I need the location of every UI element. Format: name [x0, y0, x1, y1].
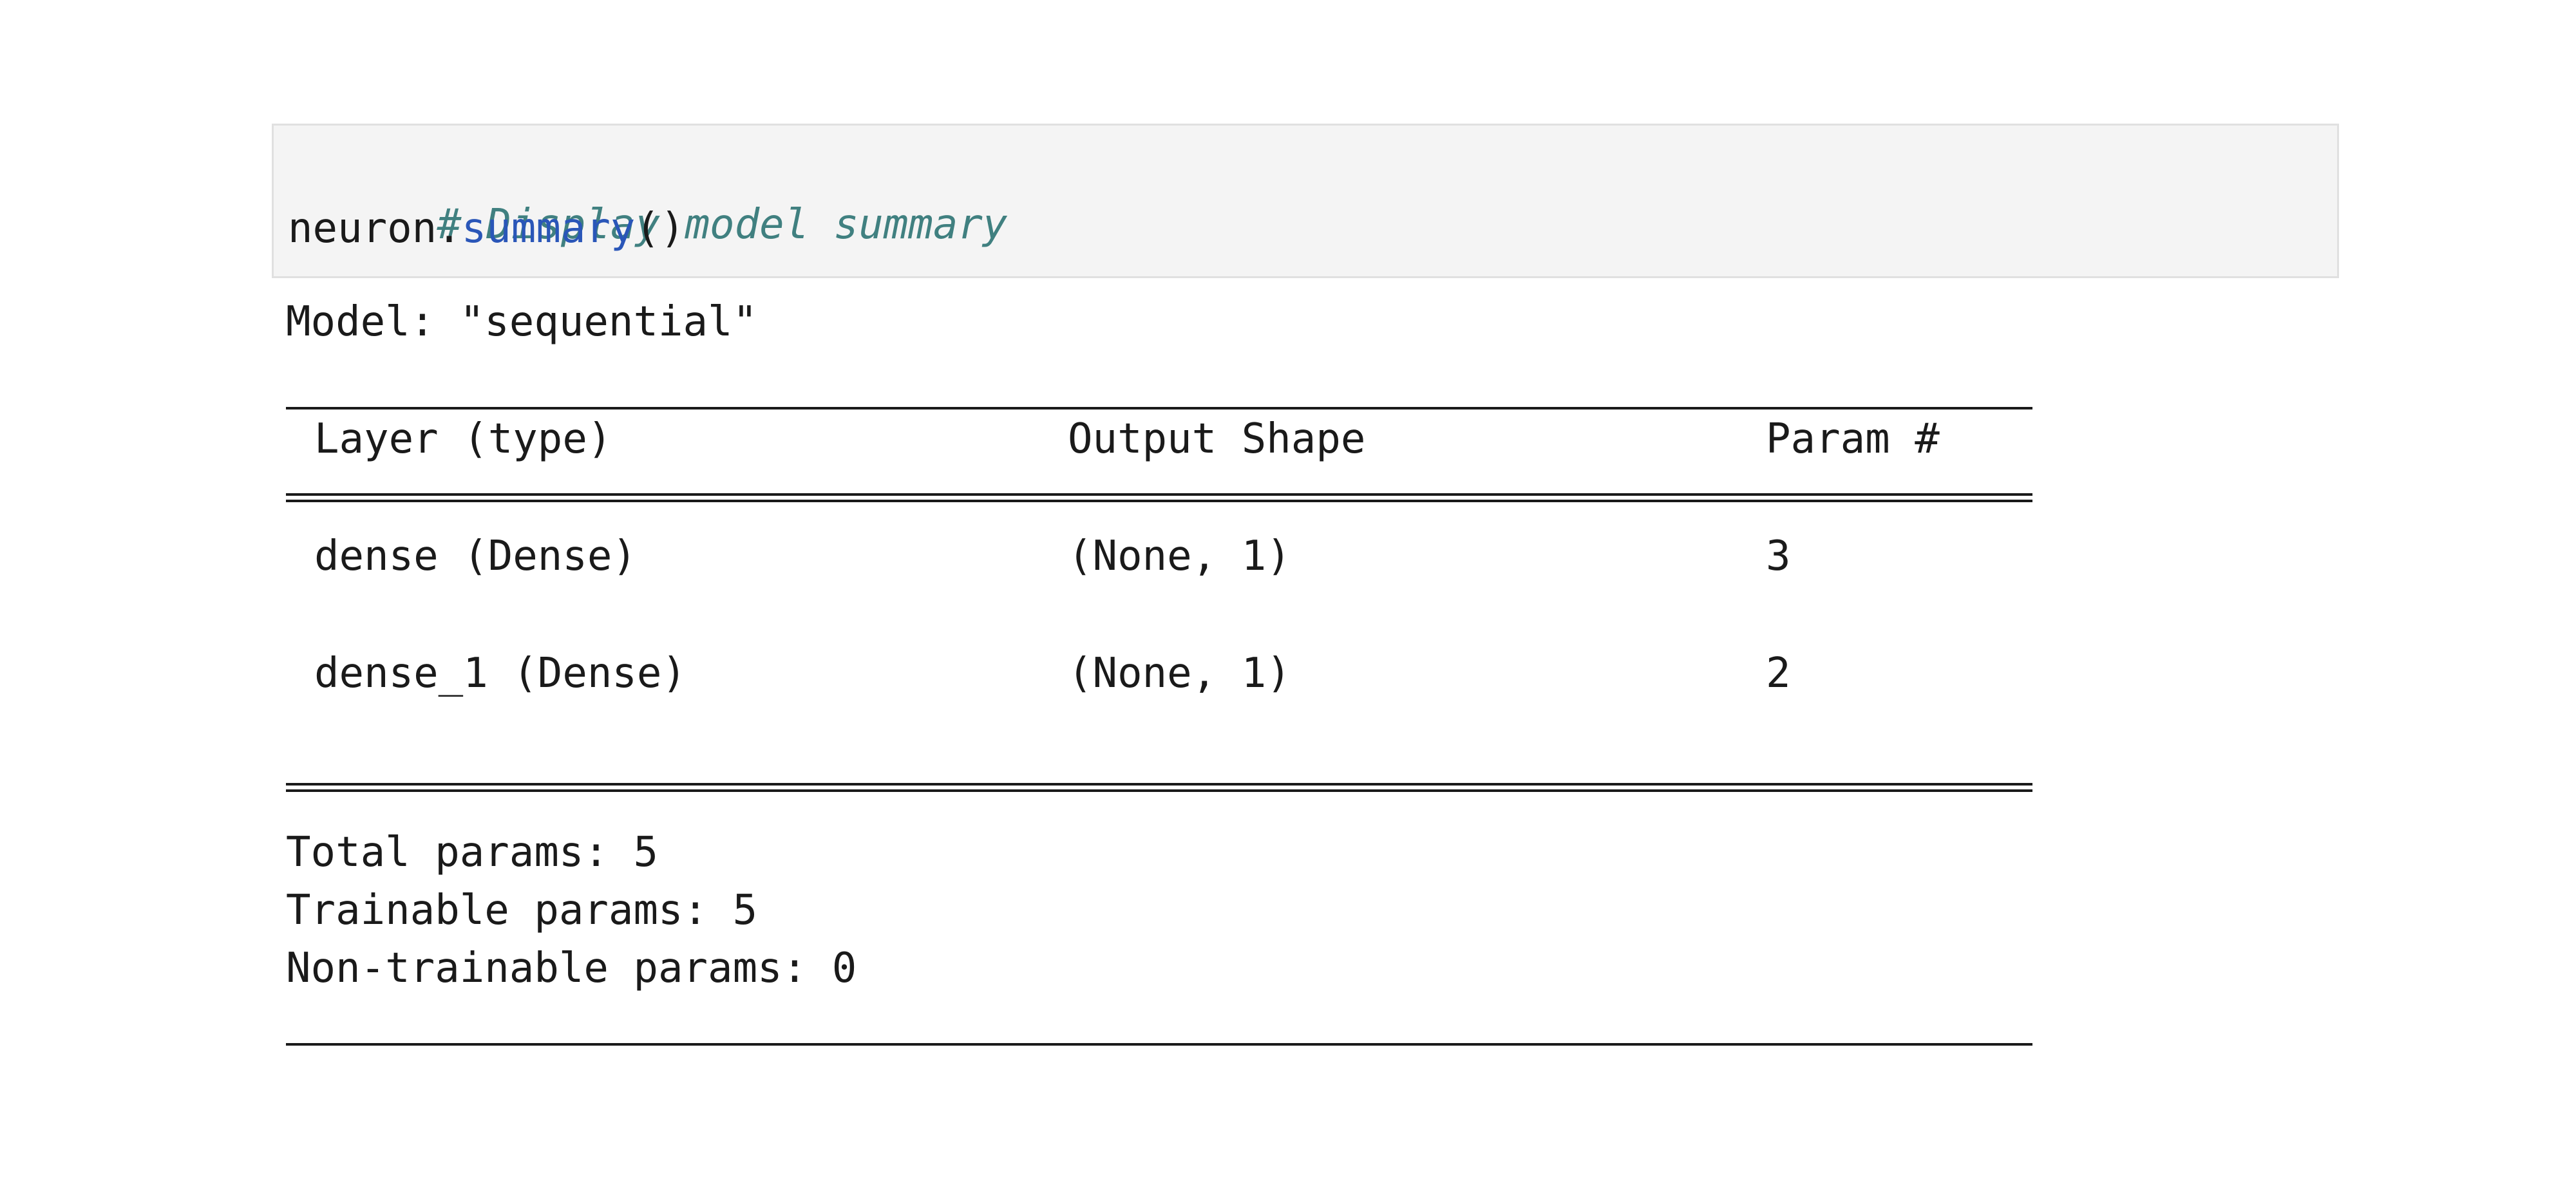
row-shape: (None, 1)	[1068, 532, 1291, 580]
header-params: Param #	[1766, 415, 1940, 463]
code-object: neuron.	[288, 205, 462, 252]
code-line-comment: # Display model summary	[288, 144, 1007, 249]
code-method: summary	[461, 205, 636, 252]
code-parens: ()	[635, 205, 685, 252]
header-layer: Layer (type)	[314, 415, 612, 463]
row-layer: dense (Dense)	[314, 532, 637, 580]
top-rule	[286, 407, 2032, 409]
bottom-rule	[286, 1043, 2032, 1046]
totals-separator	[286, 783, 2032, 792]
code-comment: # Display model summary	[437, 201, 1008, 249]
trainable-params: Trainable params: 5	[286, 887, 758, 934]
model-name-line: Model: "sequential"	[286, 298, 758, 346]
row-params: 3	[1766, 532, 1791, 580]
row-shape: (None, 1)	[1068, 650, 1291, 697]
header-separator	[286, 493, 2032, 502]
header-shape: Output Shape	[1068, 415, 1366, 463]
row-layer: dense_1 (Dense)	[314, 650, 687, 697]
non-trainable-params: Non-trainable params: 0	[286, 945, 857, 992]
row-params: 2	[1766, 650, 1791, 697]
code-cell-input[interactable]: # Display model summary neuron.summary()	[272, 124, 2339, 278]
code-line-call: neuron.summary()	[288, 202, 685, 256]
total-params: Total params: 5	[286, 829, 658, 876]
